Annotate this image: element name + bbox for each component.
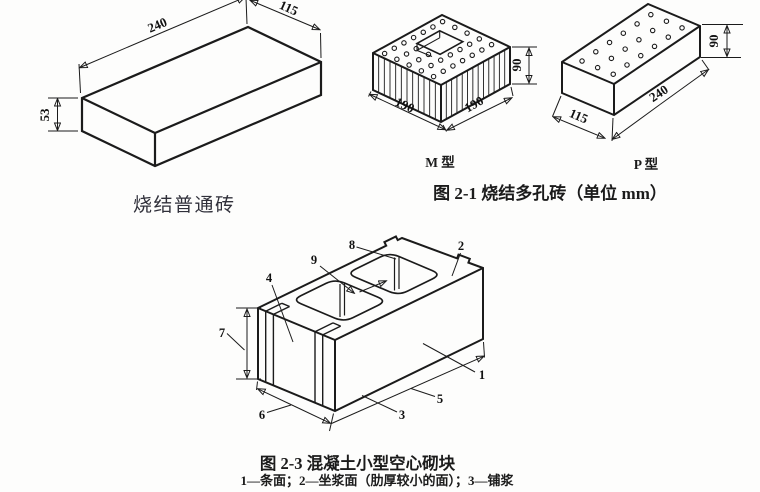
m-dim-90-label: 90 [509,59,524,72]
block-mortar-grooves [265,302,342,406]
figure-2-3-legend: 1—条面；2—坐浆面（肋厚较小的面）；3—铺浆 [240,473,514,488]
m-brick-face-hatching [378,49,506,120]
p-brick-dimension-lines [553,24,743,142]
m-brick-center-hole [415,29,465,56]
m-brick-dimension-lines [368,46,537,132]
solid-brick-dimension-lines [48,0,322,132]
callout-4: 4 [266,271,273,285]
callout-1: 1 [479,368,485,382]
p-dim-240-label: 240 [646,82,671,105]
block-dimension-lines [236,307,485,432]
m-brick-perforation-holes [381,18,495,80]
p-type-brick-drawing: 115 240 90 [553,2,743,142]
m-dim-190-left-label: 190 [393,94,417,116]
callout-6: 6 [259,408,265,422]
dim-53-label: 53 [37,108,52,122]
dim-240-label: 240 [145,14,169,35]
m-type-brick-drawing: 190 190 90 [368,13,537,132]
callout-8: 8 [349,238,355,252]
callout-2: 2 [458,239,464,253]
dim-115-label: 115 [277,0,301,19]
callout-7: 7 [219,326,225,340]
p-brick-perforation-holes [579,11,685,77]
block-hole-right [350,253,438,295]
callout-3: 3 [399,408,405,422]
figure-2-3-caption: 图 2-3 混凝土小型空心砌块 [259,454,456,473]
hollow-block-drawing: 1 2 3 4 5 6 7 8 9 [219,235,485,432]
m-type-label: M 型 [425,155,455,170]
callout-5: 5 [437,392,443,406]
solid-brick-label: 烧结普通砖 [133,195,236,216]
solid-brick-drawing: 240 115 53 [37,0,323,168]
callout-9: 9 [311,253,317,267]
p-type-label: P 型 [633,157,659,172]
block-callout-leaders [226,246,476,413]
figure-2-1-caption: 图 2-1 烧结多孔砖（单位 mm） [433,184,667,203]
p-dim-90-label: 90 [706,35,721,48]
block-hole-left [295,280,384,321]
p-dim-115-label: 115 [567,105,591,126]
